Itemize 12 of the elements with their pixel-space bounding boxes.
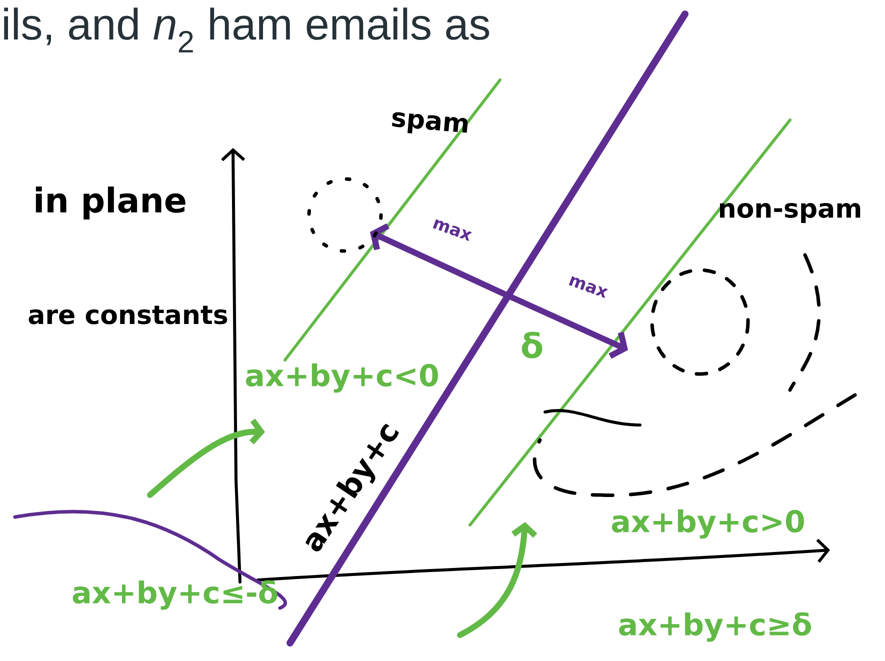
handwritten-label: are constants <box>28 306 228 324</box>
handwritten-label: ax+by+c>0 <box>612 509 804 539</box>
handwritten-label: ax+by+c<0 <box>246 363 438 393</box>
handwritten-label: max <box>568 276 608 298</box>
handwritten-label: in plane <box>36 186 186 220</box>
handwritten-label: max <box>432 219 472 242</box>
handwritten-label: non-spam <box>720 203 860 223</box>
heading-text: ils, and n$_{2}$ ham emails as <box>4 8 490 52</box>
handwritten-label: ax+by+c≥δ <box>619 612 811 642</box>
handwritten-label: ax+by+c≤-δ <box>72 580 278 610</box>
handwritten-label: δ <box>522 332 542 358</box>
handwritten-label: spam <box>392 112 468 134</box>
